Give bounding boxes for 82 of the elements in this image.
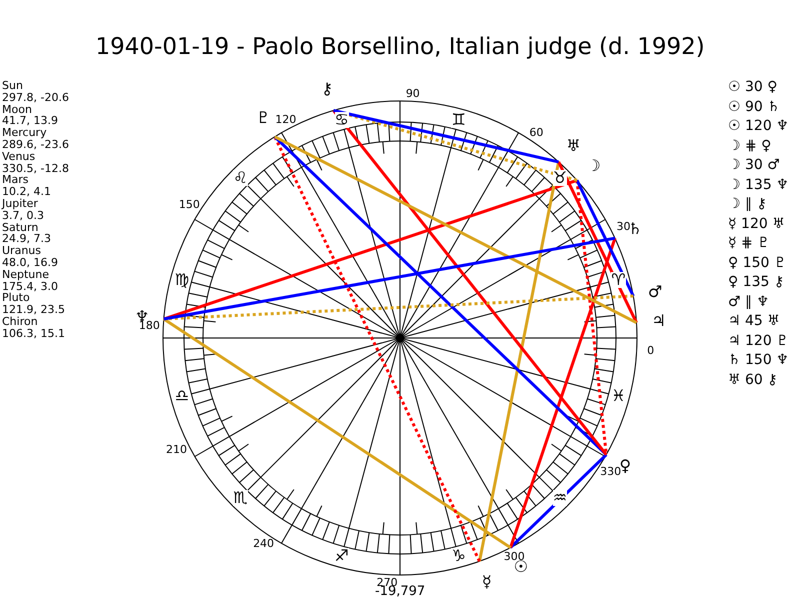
planet-glyph: ☽ [586, 158, 601, 174]
zodiac-sign: ♋ [334, 112, 349, 128]
dotted-aspect-line [273, 136, 481, 562]
planet-glyph: ⚷ [321, 81, 334, 98]
aspect-line [557, 161, 638, 324]
aspect-entry: ☽ 30 ♂ [728, 158, 780, 172]
position-value: 297.8, -20.6 [2, 92, 69, 103]
aspect-line [274, 135, 638, 324]
zodiac-sign: ♊ [451, 112, 466, 128]
planet-name: Mars [2, 174, 28, 186]
position-value: 10.2, 4.1 [2, 186, 51, 198]
degree-label: 150 [178, 199, 200, 210]
aspect-entry: ☉ 90 ♄ [728, 100, 780, 114]
planet-glyph: ♀ [619, 458, 632, 474]
aspect-entry: ♃ 120 ♇ [728, 334, 789, 348]
aspect-line [163, 178, 578, 320]
aspect-entry: ♀ 135 ⚷ [728, 275, 784, 289]
chart-value: -19,797 [375, 584, 426, 598]
planet-glyph: ♂ [648, 284, 662, 300]
degree-label: 30 [616, 221, 630, 232]
planet-name: Uranus [2, 245, 41, 256]
degree-label: 210 [166, 444, 187, 455]
aspect-line [333, 109, 559, 164]
position-value: 289.6, -23.6 [2, 139, 69, 150]
position-value: 48.0, 16.9 [2, 257, 58, 268]
planet-name: Chiron [2, 316, 38, 327]
planet-name: Pluto [2, 292, 30, 304]
aspect-line [576, 180, 635, 297]
planet-name: Neptune [2, 268, 50, 280]
planet-name: Jupiter [2, 198, 38, 209]
aspect-entry: ♃ 45 ♅ [728, 314, 780, 328]
aspect-line [274, 136, 608, 456]
zodiac-sign: ♏ [233, 490, 248, 506]
dotted-aspect-line [164, 294, 634, 320]
degree-label: 240 [253, 538, 274, 549]
position-value: 121.9, 23.5 [2, 304, 65, 316]
planet-glyph: ♅ [566, 138, 581, 154]
position-value: 24.9, 7.3 [2, 233, 51, 244]
position-value: 106.3, 15.1 [2, 328, 65, 339]
aspect-entry: ♀ 150 ♇ [728, 256, 786, 270]
degree-label: 120 [275, 114, 296, 126]
degree-label: 300 [504, 550, 525, 562]
aspect-line [164, 236, 616, 320]
degree-label: 330 [600, 466, 622, 477]
zodiac-sign: ♒ [552, 490, 568, 506]
planet-glyph: ☉ [514, 559, 528, 576]
position-value: 330.5, -12.8 [2, 162, 69, 174]
aspect-entry: ♅ 60 ⚷ [728, 372, 778, 386]
aspect-entry: ♂ ∥ ♆ [728, 294, 770, 308]
planet-glyph: ♇ [256, 110, 270, 126]
planet-glyph: ♃ [651, 313, 666, 330]
aspect-line [332, 110, 608, 456]
degree-label: 0 [647, 345, 654, 356]
planet-name: Saturn [2, 222, 38, 233]
planet-name: Venus [2, 150, 36, 162]
degree-label: 180 [138, 320, 160, 331]
zodiac-sign: ♉ [552, 170, 568, 186]
position-value: 41.7, 13.9 [2, 115, 58, 126]
aspect-entry: ♄ 150 ♆ [728, 353, 789, 367]
aspect-line [162, 318, 512, 549]
planet-name: Sun [2, 80, 23, 91]
degree-label: 60 [529, 127, 544, 138]
aspect-entry: ☽ ∥ ⚷ [728, 197, 767, 211]
position-value: 175.4, 3.0 [2, 280, 58, 292]
planet-name: Moon [2, 104, 32, 115]
planet-name: Mercury [2, 127, 47, 138]
zodiac-sign: ♈ [611, 272, 626, 288]
degree-label: 90 [406, 88, 420, 99]
aspect-line [509, 238, 616, 548]
aspect-entry: ☽ ⋕ ♀ [728, 138, 772, 152]
aspect-line [478, 162, 560, 562]
zodiac-sign: ♍ [174, 272, 190, 288]
aspect-entry: ☉ 120 ♆ [728, 119, 789, 133]
aspect-entry: ☉ 30 ♀ [728, 80, 778, 94]
planet-glyph: ☿ [482, 574, 492, 590]
position-value: 3.7, 0.3 [2, 210, 44, 221]
aspect-entry: ☿ ⋕ ♇ [728, 236, 770, 250]
zodiac-sign: ♌ [233, 170, 248, 186]
chart-title: 1940-01-19 - Paolo Borsellino, Italian judge (d. 1992) [96, 36, 705, 58]
aspect-line [509, 454, 608, 549]
aspect-entry: ☿ 120 ♅ [728, 216, 785, 230]
aspect-entry: ☽ 135 ♆ [728, 178, 789, 192]
